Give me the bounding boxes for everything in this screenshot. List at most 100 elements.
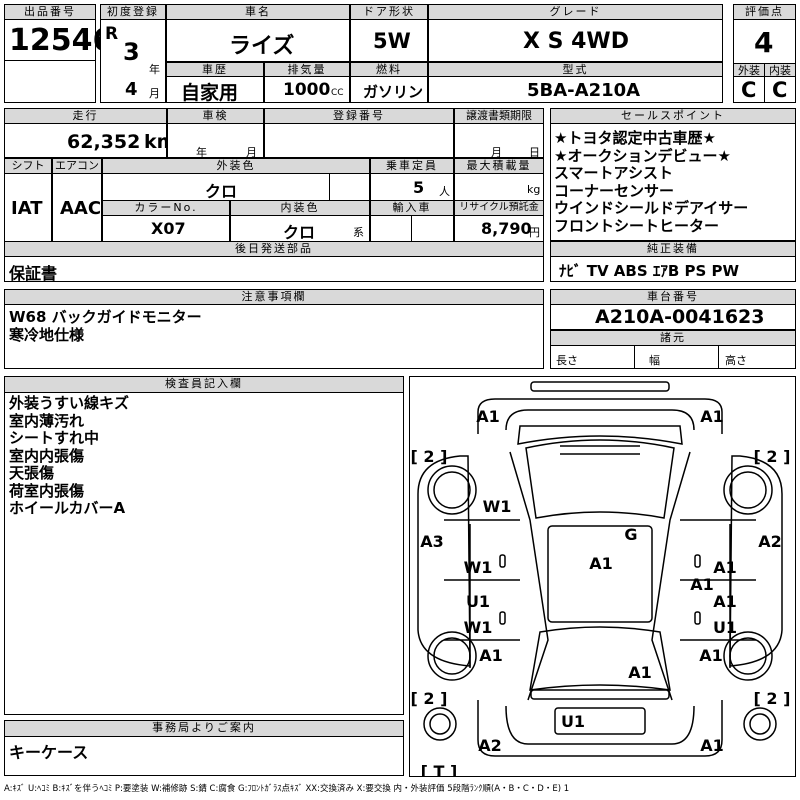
damage-mark: A3 <box>420 532 444 551</box>
fuel-header: 燃料 <box>350 62 428 77</box>
later-parts-cell: 保証書 <box>4 256 544 283</box>
legend: A:ｷｽﾞ U:ﾍｺﾐ B:ｷｽﾞを伴うﾍｺﾐ P:要塗装 W:補修跡 S:錆 … <box>4 784 570 794</box>
aircon: AAC <box>60 198 102 219</box>
cc-unit: CC <box>331 88 344 98</box>
inspection-cell: 年 月 <box>167 123 264 159</box>
genuine-equipment: ﾅﾋﾞ TV ABS ｴｱB PS PW <box>559 262 740 280</box>
int-color: クロ <box>283 223 316 242</box>
import-header: 輸入車 <box>370 200 454 216</box>
sales-points-cell: ★トヨタ認定中古車歴★ ★オークションデビュー★ スマートアシスト コーナーセン… <box>550 123 796 241</box>
model: 5BA-A210A <box>527 80 641 101</box>
inspector-item: 荷室内張傷 <box>9 481 85 500</box>
score-header: 評価点 <box>733 4 796 20</box>
damage-mark: U1 <box>713 618 737 637</box>
notes-header: 注意事項欄 <box>4 289 544 305</box>
damage-mark: G <box>624 525 637 544</box>
month-unit: 月 <box>149 87 160 100</box>
sales-point-item: スマートアシスト <box>554 164 673 182</box>
later-parts-header: 後日発送部品 <box>4 241 544 257</box>
sales-points-list: ★トヨタ認定中古車歴★ ★オークションデビュー★ スマートアシスト コーナーセン… <box>554 129 749 235</box>
aircon-header: エアコン <box>52 158 102 174</box>
shift-cell: IAT <box>4 173 52 242</box>
damage-mark: W1 <box>464 558 493 577</box>
lot-number-header: 出品番号 <box>4 4 96 20</box>
door-type: 5W <box>373 29 411 53</box>
damage-mark: A1 <box>690 575 714 594</box>
int-color-cell: クロ 系 <box>230 215 370 242</box>
sales-points-header: セールスポイント <box>550 108 796 124</box>
inspector-item: 天張傷 <box>9 464 55 482</box>
note-item: 寒冷地仕様 <box>9 325 85 344</box>
inspection-year-unit: 年 <box>196 146 207 159</box>
damage-mark: A1 <box>589 554 613 573</box>
later-parts: 保証書 <box>9 264 58 283</box>
notes-list: W68 バックガイドモニター 寒冷地仕様 <box>9 308 202 344</box>
score-cell: 4 <box>733 19 796 64</box>
height-cell: 高さ <box>718 345 796 369</box>
chassis-cell: A210A-0041623 <box>550 304 796 330</box>
grade: X S 4WD <box>523 29 629 54</box>
lot-blank-cell <box>4 60 96 103</box>
length-cell: 長さ <box>550 345 635 369</box>
grade-header: グレード <box>428 4 723 20</box>
damage-mark: U1 <box>466 592 490 611</box>
damage-mark: W1 <box>464 618 493 637</box>
exterior-grade-cell: C <box>733 76 765 103</box>
era: R <box>105 24 119 44</box>
model-cell: 5BA-A210A <box>428 76 723 103</box>
ext-color-header: 外装色 <box>102 158 370 174</box>
color-no: X07 <box>151 219 186 238</box>
transfer-cell: 月 日 <box>454 123 544 159</box>
inspector-header: 検査員記入欄 <box>4 376 404 393</box>
sales-point-item: ★オークションデビュー★ <box>554 146 731 165</box>
model-header: 型式 <box>428 62 723 77</box>
damage-mark: A1 <box>713 558 737 577</box>
office-cell: キーケース <box>4 736 404 776</box>
door-header: ドア形状 <box>350 4 428 20</box>
damage-mark: [ 2 ] <box>411 689 448 708</box>
genuine-cell: ﾅﾋﾞ TV ABS ｴｱB PS PW <box>550 256 796 282</box>
damage-mark: U1 <box>561 712 585 731</box>
damage-mark: A1 <box>713 592 737 611</box>
reg-no-header: 登録番号 <box>264 108 454 124</box>
damage-mark: A1 <box>476 407 500 426</box>
damage-mark: A1 <box>700 407 724 426</box>
inspection-month-unit: 月 <box>246 146 257 159</box>
damage-mark: [ 2 ] <box>754 689 791 708</box>
inspector-item: 室内薄汚れ <box>9 411 85 430</box>
genuine-header: 純正装備 <box>550 241 796 257</box>
mileage: 62,352 <box>67 131 141 153</box>
reg-year: 3 <box>123 38 140 66</box>
divider <box>411 216 412 242</box>
interior-header: 内装 <box>764 63 796 77</box>
shift-header: シフト <box>4 158 52 174</box>
notes-cell: W68 バックガイドモニター 寒冷地仕様 <box>4 304 544 369</box>
history: 自家用 <box>181 82 239 104</box>
inspector-item: 室内内張傷 <box>9 446 85 465</box>
recycle-fee: 8,790 <box>481 219 532 238</box>
person-unit: 人 <box>439 185 450 198</box>
transfer-header: 譲渡書類期限 <box>454 108 544 124</box>
damage-mark: A1 <box>628 663 652 682</box>
import-cell <box>370 215 454 242</box>
history-cell: 自家用 <box>166 76 264 104</box>
damage-mark: A2 <box>758 532 782 551</box>
max-load-cell: kg <box>454 173 544 201</box>
damage-mark: A1 <box>700 736 724 755</box>
sales-point-item: ウインドシールドデアイサー <box>554 199 749 217</box>
chassis-header: 車台番号 <box>550 289 796 305</box>
note-item: W68 バックガイドモニター <box>9 308 202 326</box>
reg-no-cell <box>264 123 454 158</box>
car-name: ライズ <box>229 34 295 59</box>
chassis-no: A210A-0041623 <box>595 306 765 328</box>
color-no-header: カラーNo. <box>102 200 230 216</box>
grade-cell: X S 4WD <box>428 19 723 62</box>
length-label: 長さ <box>556 354 578 367</box>
interior-grade-cell: C <box>764 76 796 103</box>
inspector-item: ホイールカバーA <box>9 499 126 517</box>
kg-unit: kg <box>527 183 541 196</box>
ext-color-cell: クロ <box>102 173 370 201</box>
transfer-day-unit: 日 <box>529 146 540 159</box>
kei-unit: 系 <box>353 226 364 239</box>
